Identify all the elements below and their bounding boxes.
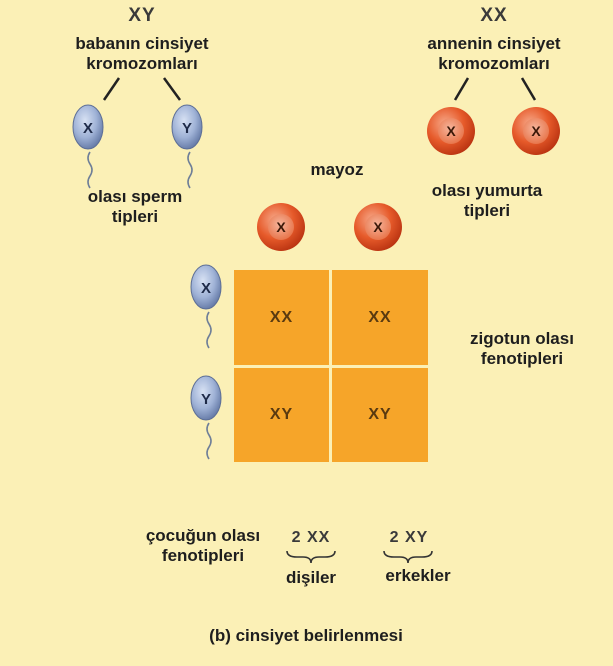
grid-sperm-label: X	[201, 280, 211, 297]
zygote-phenotypes-label: zigotun olası fenotipleri	[442, 329, 602, 369]
father-genotype: XY	[128, 5, 156, 26]
sperm-types-line2: tipleri	[111, 207, 159, 227]
male-count: 2 XY	[389, 529, 429, 546]
grid-sperm-y-icon: Y	[190, 375, 222, 460]
egg-chromosome-label: X	[446, 123, 456, 139]
egg-types-line1: olası yumurta	[431, 181, 543, 200]
sperm-chromosome-label: Y	[182, 120, 192, 137]
egg-x-icon: X	[512, 107, 560, 155]
grid-cell: XX	[332, 270, 428, 365]
female-brace-icon	[286, 550, 336, 564]
father-label-line2: kromozomları	[86, 54, 198, 74]
mother-line-left	[453, 77, 470, 101]
female-count: 2 XX	[291, 529, 331, 546]
zygote-line1: zigotun olası	[470, 329, 574, 348]
father-label: babanın cinsiyet kromozomları	[42, 34, 242, 74]
grid-egg-label: X	[276, 219, 286, 235]
sperm-types-line1: olası sperm	[87, 187, 183, 206]
egg-x-icon: X	[427, 107, 475, 155]
mother-label-line2: kromozomları	[438, 54, 550, 74]
female-label: dişiler	[285, 568, 337, 587]
offspring-line2: fenotipleri	[161, 546, 245, 566]
sperm-y-icon: Y	[171, 104, 203, 189]
sperm-types-label: olası sperm tipleri	[60, 187, 210, 227]
male-brace-icon	[383, 550, 433, 564]
egg-chromosome-label: X	[531, 123, 541, 139]
mother-label-line1: annenin cinsiyet	[427, 34, 561, 53]
father-line-left	[102, 77, 121, 101]
figure-caption: (b) cinsiyet belirlenmesi	[209, 626, 403, 645]
egg-types-line2: tipleri	[463, 201, 511, 221]
meiosis-label: mayoz	[310, 160, 364, 179]
grid-cell: XX	[234, 270, 329, 365]
egg-types-label: olası yumurta tipleri	[412, 181, 562, 221]
mother-label: annenin cinsiyet kromozomları	[394, 34, 594, 74]
grid-cell: XY	[234, 368, 329, 462]
sperm-x-icon: X	[72, 104, 104, 189]
offspring-line1: çocuğun olası	[145, 526, 261, 545]
grid-egg-x-icon: X	[257, 203, 305, 251]
grid-cell: XY	[332, 368, 428, 462]
sperm-chromosome-label: X	[83, 120, 93, 137]
grid-sperm-x-icon: X	[190, 264, 222, 349]
father-line-right	[162, 77, 182, 101]
mother-genotype: XX	[480, 5, 508, 26]
zygote-line2: fenotipleri	[480, 349, 564, 369]
male-label: erkekler	[385, 566, 451, 585]
father-label-line1: babanın cinsiyet	[75, 34, 209, 53]
offspring-phenotypes-label: çocuğun olası fenotipleri	[128, 526, 278, 566]
mother-line-right	[520, 77, 537, 101]
grid-egg-x-icon: X	[354, 203, 402, 251]
grid-sperm-label: Y	[201, 391, 211, 408]
grid-egg-label: X	[373, 219, 383, 235]
